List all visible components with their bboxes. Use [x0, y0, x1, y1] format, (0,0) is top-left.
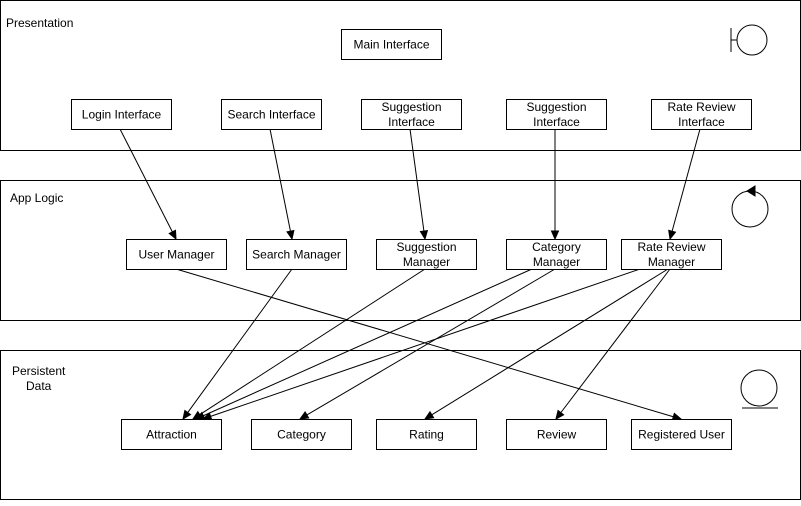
arrowhead — [168, 229, 177, 241]
arrowhead — [182, 409, 192, 421]
edge-category-manager-to-category — [298, 268, 556, 420]
box-main-interface: Main Interface — [341, 29, 442, 60]
edge-search-interface-to-search-manager — [269, 128, 295, 241]
arrowhead — [668, 229, 677, 241]
box-rate-review-interface-label-line-2: Interface — [678, 115, 725, 129]
box-suggestion-interface-2-label-line-2: Interface — [533, 115, 580, 129]
box-review-label-line-1: Review — [537, 428, 577, 442]
box-suggestion-manager-label-line-1: Suggestion — [396, 240, 456, 254]
box-category-manager-label-line-2: Manager — [533, 255, 580, 269]
edges — [119, 128, 701, 421]
layer-app-logic-label: App Logic — [10, 191, 63, 205]
entity-icon — [740, 369, 778, 409]
box-login-interface: Login Interface — [71, 99, 172, 130]
box-rating: Rating — [376, 419, 477, 450]
arrowhead — [286, 229, 295, 241]
arrowhead — [194, 411, 206, 420]
layer-presentation-label: Presentation — [6, 16, 73, 30]
box-user-manager: User Manager — [126, 239, 227, 270]
edge-rate-review-manager-to-review — [555, 268, 671, 420]
edge-suggestion-interface-1-to-suggestion-manager — [409, 128, 429, 241]
box-search-manager: Search Manager — [246, 239, 347, 270]
arrowhead — [423, 410, 435, 420]
box-search-interface: Search Interface — [221, 99, 322, 130]
box-attraction-label-line-1: Attraction — [146, 428, 197, 442]
box-search-interface-label-line-1: Search Interface — [227, 108, 315, 122]
box-rate-review-manager-label-line-2: Manager — [648, 255, 695, 269]
edge-rate-review-manager-to-rating — [423, 268, 669, 420]
edge-search-manager-to-attraction — [182, 268, 293, 421]
layer-persistent-data-label-line-1: Persistent — [12, 364, 66, 378]
arrowhead — [550, 230, 560, 241]
control-icon — [731, 185, 769, 228]
box-attraction: Attraction — [121, 419, 222, 450]
edge-rate-review-interface-to-rate-review-manager — [668, 128, 701, 241]
box-suggestion-manager-label-line-2: Manager — [403, 255, 450, 269]
layer-persistent-data-label-line-2: Data — [26, 379, 52, 393]
box-suggestion-interface-2-label-line-1: Suggestion — [526, 100, 586, 114]
box-login-interface-label-line-1: Login Interface — [82, 108, 162, 122]
edge-suggestion-interface-2-to-category-manager — [550, 129, 560, 241]
box-registered-user: Registered User — [631, 419, 732, 450]
boundary-icon — [730, 24, 768, 56]
arrowhead — [298, 411, 310, 420]
box-rating-label-line-1: Rating — [409, 428, 444, 442]
box-search-manager-label-line-1: Search Manager — [252, 248, 341, 262]
box-category-label-line-1: Category — [277, 428, 326, 442]
box-main-interface-label-line-1: Main Interface — [353, 38, 429, 52]
box-category: Category — [251, 419, 352, 450]
box-registered-user-label-line-1: Registered User — [638, 428, 725, 442]
box-user-manager-label-line-1: User Manager — [138, 248, 214, 262]
arrowhead — [555, 409, 565, 420]
edge-category-manager-to-attraction — [194, 268, 533, 420]
box-suggestion-interface-1-label-line-1: Suggestion — [381, 100, 441, 114]
box-suggestion-interface-1-label-line-2: Interface — [388, 115, 435, 129]
arrowhead — [419, 230, 429, 241]
edge-login-interface-to-user-manager — [119, 128, 177, 241]
box-rate-review-manager-label-line-1: Rate Review — [637, 240, 705, 254]
box-rate-review-interface-label-line-1: Rate Review — [667, 100, 735, 114]
box-review: Review — [506, 419, 607, 450]
box-category-manager-label-line-1: Category — [532, 240, 581, 254]
